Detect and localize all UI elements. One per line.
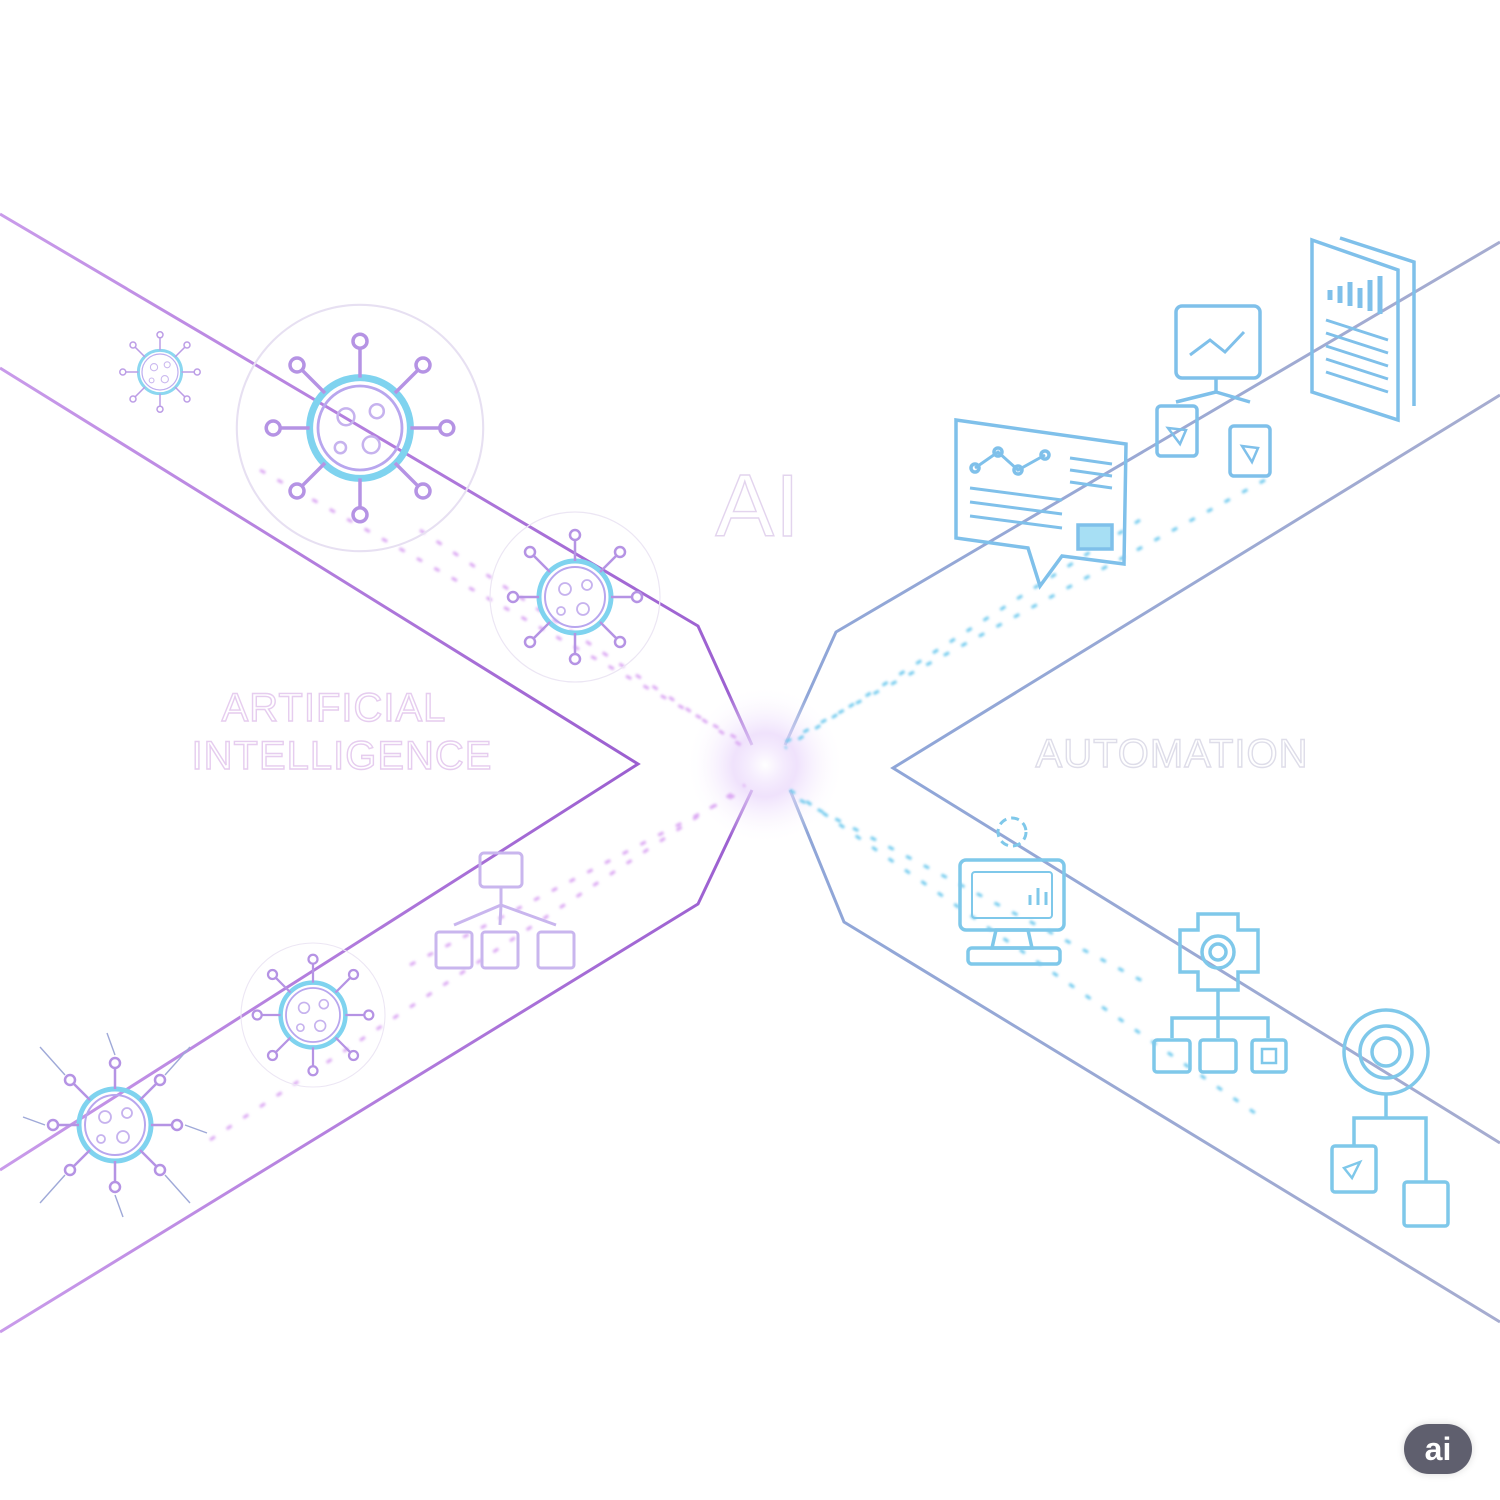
left-upper-data-stream xyxy=(259,468,746,750)
flowchart-icon xyxy=(1155,304,1272,478)
virus-icon xyxy=(240,942,386,1088)
right-upper-data-stream xyxy=(779,478,1266,750)
center-title: AI xyxy=(715,456,800,555)
left-lower-data-stream xyxy=(209,783,746,1142)
virus-icon xyxy=(118,330,202,414)
center-glow xyxy=(685,685,845,845)
right-chevron-band xyxy=(783,240,1500,1324)
monitor-icon xyxy=(958,816,1066,966)
network-icon xyxy=(434,851,576,970)
virus-icon xyxy=(235,303,485,553)
virus-icon xyxy=(489,511,661,683)
artificial-label: ARTIFICIAL xyxy=(222,686,447,730)
virus-icon xyxy=(22,1032,208,1218)
gear-icon xyxy=(1152,912,1288,1074)
intelligence-label: INTELLIGENCE xyxy=(192,734,493,778)
automation-label: AUTOMATION xyxy=(1036,732,1309,776)
target-icon xyxy=(1330,1008,1450,1228)
right-lower-data-stream xyxy=(789,788,1266,1122)
ai-badge: ai xyxy=(1404,1424,1472,1474)
dashboard-icon xyxy=(954,417,1128,590)
document-chart-icon xyxy=(1310,236,1416,423)
